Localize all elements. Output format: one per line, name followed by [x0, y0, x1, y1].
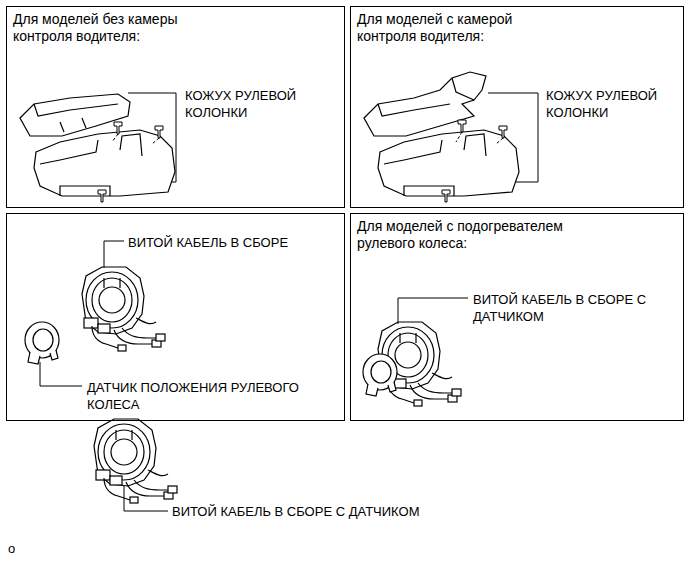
leader-line	[488, 93, 538, 182]
spiral-cable	[94, 419, 177, 503]
figure-panel: Для моделей без камеры контроля водителя…	[6, 6, 345, 208]
figure-panel: ВИТОЙ КАБЕЛЬ В СБОРЕ ДАТЧИК ПОЛОЖЕНИЯ РУЛ…	[6, 213, 345, 421]
part-name: ВИТОЙ КАБЕЛЬ В СБОРЕ	[128, 234, 288, 251]
part-name: КОЖУХ РУЛЕВОЙ КОЛОНКИ	[546, 87, 676, 121]
part-name: ВИТОЙ КАБЕЛЬ В СБОРЕ С ДАТЧИКОМ	[473, 291, 678, 325]
column-cover	[20, 94, 175, 196]
leader-line	[40, 241, 124, 386]
part-name: КОЖУХ РУЛЕВОЙ КОЛОНКИ	[185, 87, 315, 121]
steering-sensor	[363, 354, 397, 396]
leader-line	[398, 298, 468, 324]
leader-line	[124, 486, 168, 511]
steering-sensor	[25, 322, 59, 364]
part-name: ДАТЧИК ПОЛОЖЕНИЯ РУЛЕВОГО КОЛЕСА	[87, 379, 332, 413]
screw	[98, 122, 163, 202]
figure-panel: Для моделей с подогревателем рулевого ко…	[350, 213, 684, 421]
screw	[442, 120, 507, 202]
leader-line	[128, 93, 176, 182]
assembly-line	[456, 132, 503, 144]
figure-mark: o	[8, 540, 15, 557]
assembly-line	[112, 134, 159, 144]
panel-heading: Для моделей с подогревателем рулевого ко…	[357, 218, 597, 252]
panel-heading: Для моделей с камерой контроля водителя:	[357, 11, 557, 45]
part-name: ВИТОЙ КАБЕЛЬ В СБОРЕ С ДАТЧИКОМ	[172, 503, 419, 520]
column-cover	[364, 72, 519, 196]
panel-heading: Для моделей без камеры контроля водителя…	[13, 11, 213, 45]
spiral-cable	[82, 267, 165, 351]
figure-panel: Для моделей с камерой контроля водителя:…	[350, 6, 684, 208]
